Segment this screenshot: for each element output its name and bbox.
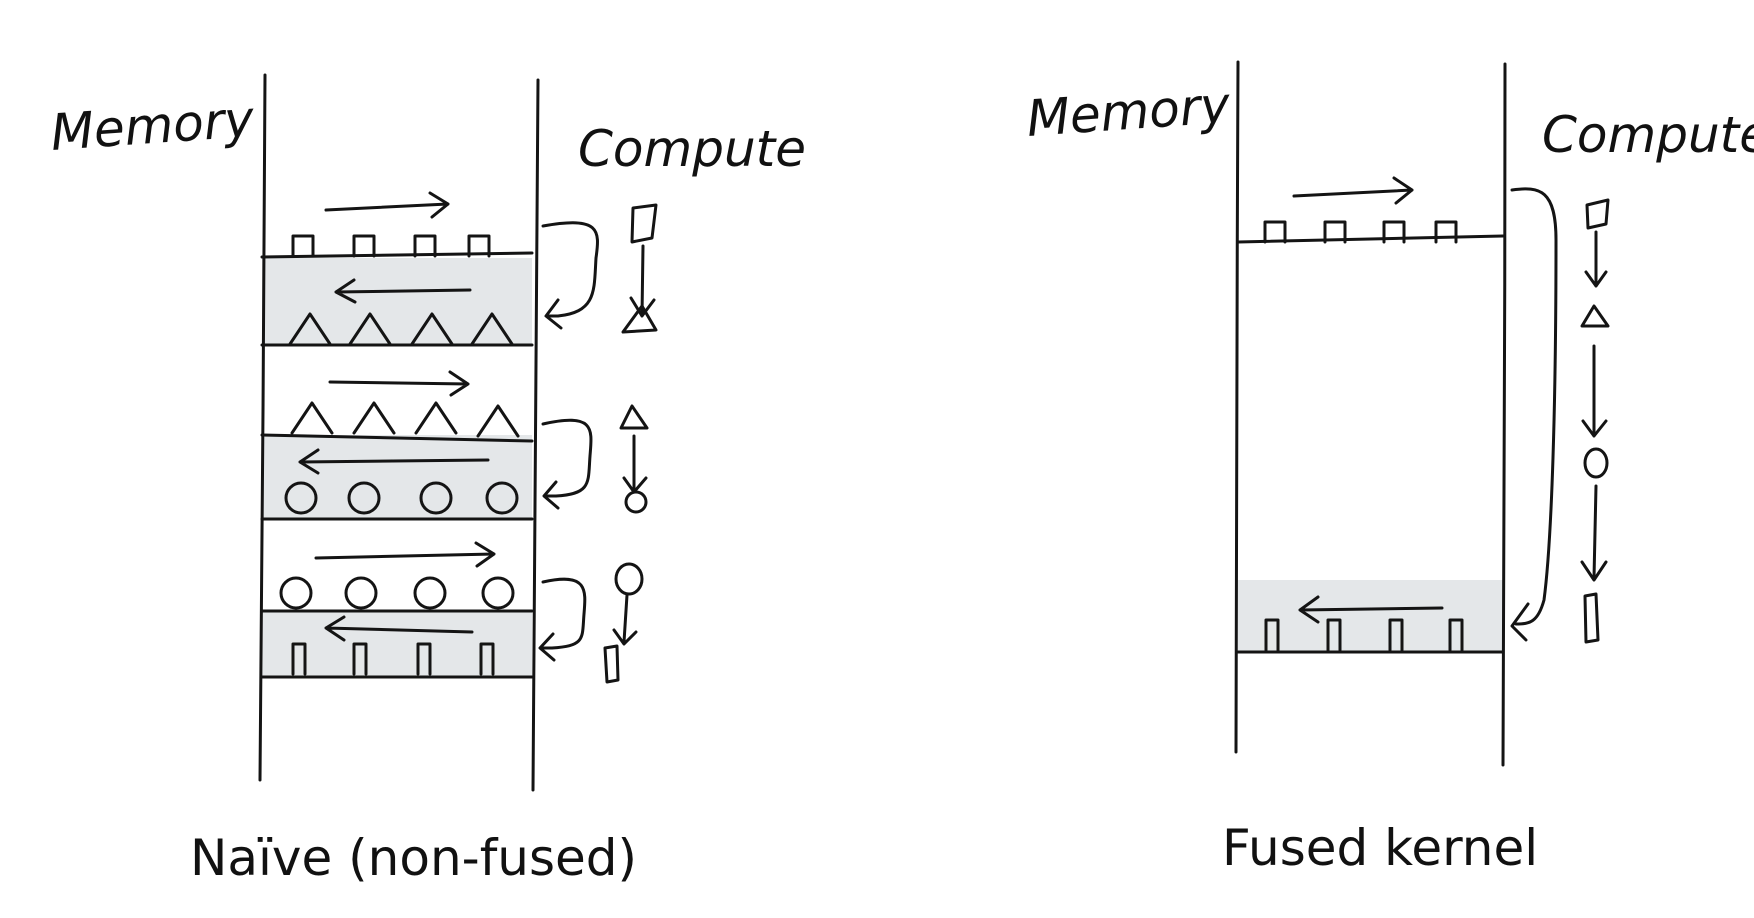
write-arrow-left [334, 278, 472, 304]
naive-compute-label: Compute [578, 120, 806, 178]
naive-line-3 [260, 433, 534, 443]
fused-panel: Memory Compute Fused kernel [1025, 60, 1754, 877]
naive-band-1 [262, 258, 532, 346]
naive-panel: Memory Compute Naïve (non-fused) [49, 73, 806, 887]
fused-caption: Fused kernel [1222, 819, 1538, 877]
circle-shape [344, 576, 378, 610]
compute-arrow-down [1580, 484, 1608, 582]
fused-memory-left-wall [1234, 60, 1240, 754]
triangle-shape [414, 401, 458, 435]
compute-arrow-down [612, 593, 638, 646]
naive-stage-2 [284, 370, 649, 515]
compute-triangle [621, 304, 658, 334]
read-arrow-right [314, 541, 496, 568]
naive-band-2 [262, 435, 532, 518]
compute-triangle [619, 404, 649, 430]
naive-caption: Naïve (non-fused) [190, 829, 637, 887]
triangle-shape [476, 404, 520, 438]
naive-memory-label: Memory [49, 90, 257, 162]
compute-arrow-down [622, 434, 648, 494]
naive-memory-left-wall [258, 73, 267, 782]
circle-shape [413, 576, 447, 610]
fused-memory-right-wall [1501, 62, 1507, 767]
square-shape [352, 234, 376, 258]
compute-circle [1583, 447, 1609, 479]
triangle-shape [290, 401, 334, 435]
write-arrow-left [298, 448, 490, 475]
fused-bracket [1510, 187, 1558, 642]
write-arrow-left [324, 615, 474, 642]
compute-square [1585, 198, 1610, 230]
circle-shape [279, 576, 313, 610]
round-trip-bracket [538, 577, 587, 662]
naive-memory-right-wall [531, 78, 540, 792]
compute-circle [624, 490, 648, 514]
square-shape [1263, 220, 1287, 244]
naive-stage-3 [279, 541, 644, 684]
read-arrow-right [324, 191, 450, 219]
compute-bar [603, 644, 620, 684]
compute-arrow-down [1584, 230, 1608, 288]
round-trip-bracket [541, 221, 599, 330]
compute-bar [1583, 592, 1600, 644]
naive-line-1 [260, 251, 534, 259]
compute-arrow-down [1581, 344, 1608, 438]
write-arrow-left [1298, 595, 1444, 624]
compute-triangle [1580, 304, 1610, 328]
square-shape [1434, 220, 1458, 244]
fused-line-top [1236, 234, 1505, 244]
round-trip-bracket [541, 418, 593, 510]
fused-band [1238, 580, 1504, 652]
naive-stage-1 [288, 191, 658, 346]
triangle-shape [352, 401, 396, 435]
fused-memory-label: Memory [1025, 76, 1233, 148]
compute-circle [614, 562, 644, 596]
compute-arrow-down [629, 244, 656, 318]
read-arrow-right [328, 370, 470, 397]
square-shape [291, 234, 315, 258]
circle-shape [481, 576, 515, 610]
compute-square [630, 203, 658, 244]
read-arrow-right [1292, 176, 1414, 205]
fused-compute-label: Compute [1542, 106, 1754, 164]
